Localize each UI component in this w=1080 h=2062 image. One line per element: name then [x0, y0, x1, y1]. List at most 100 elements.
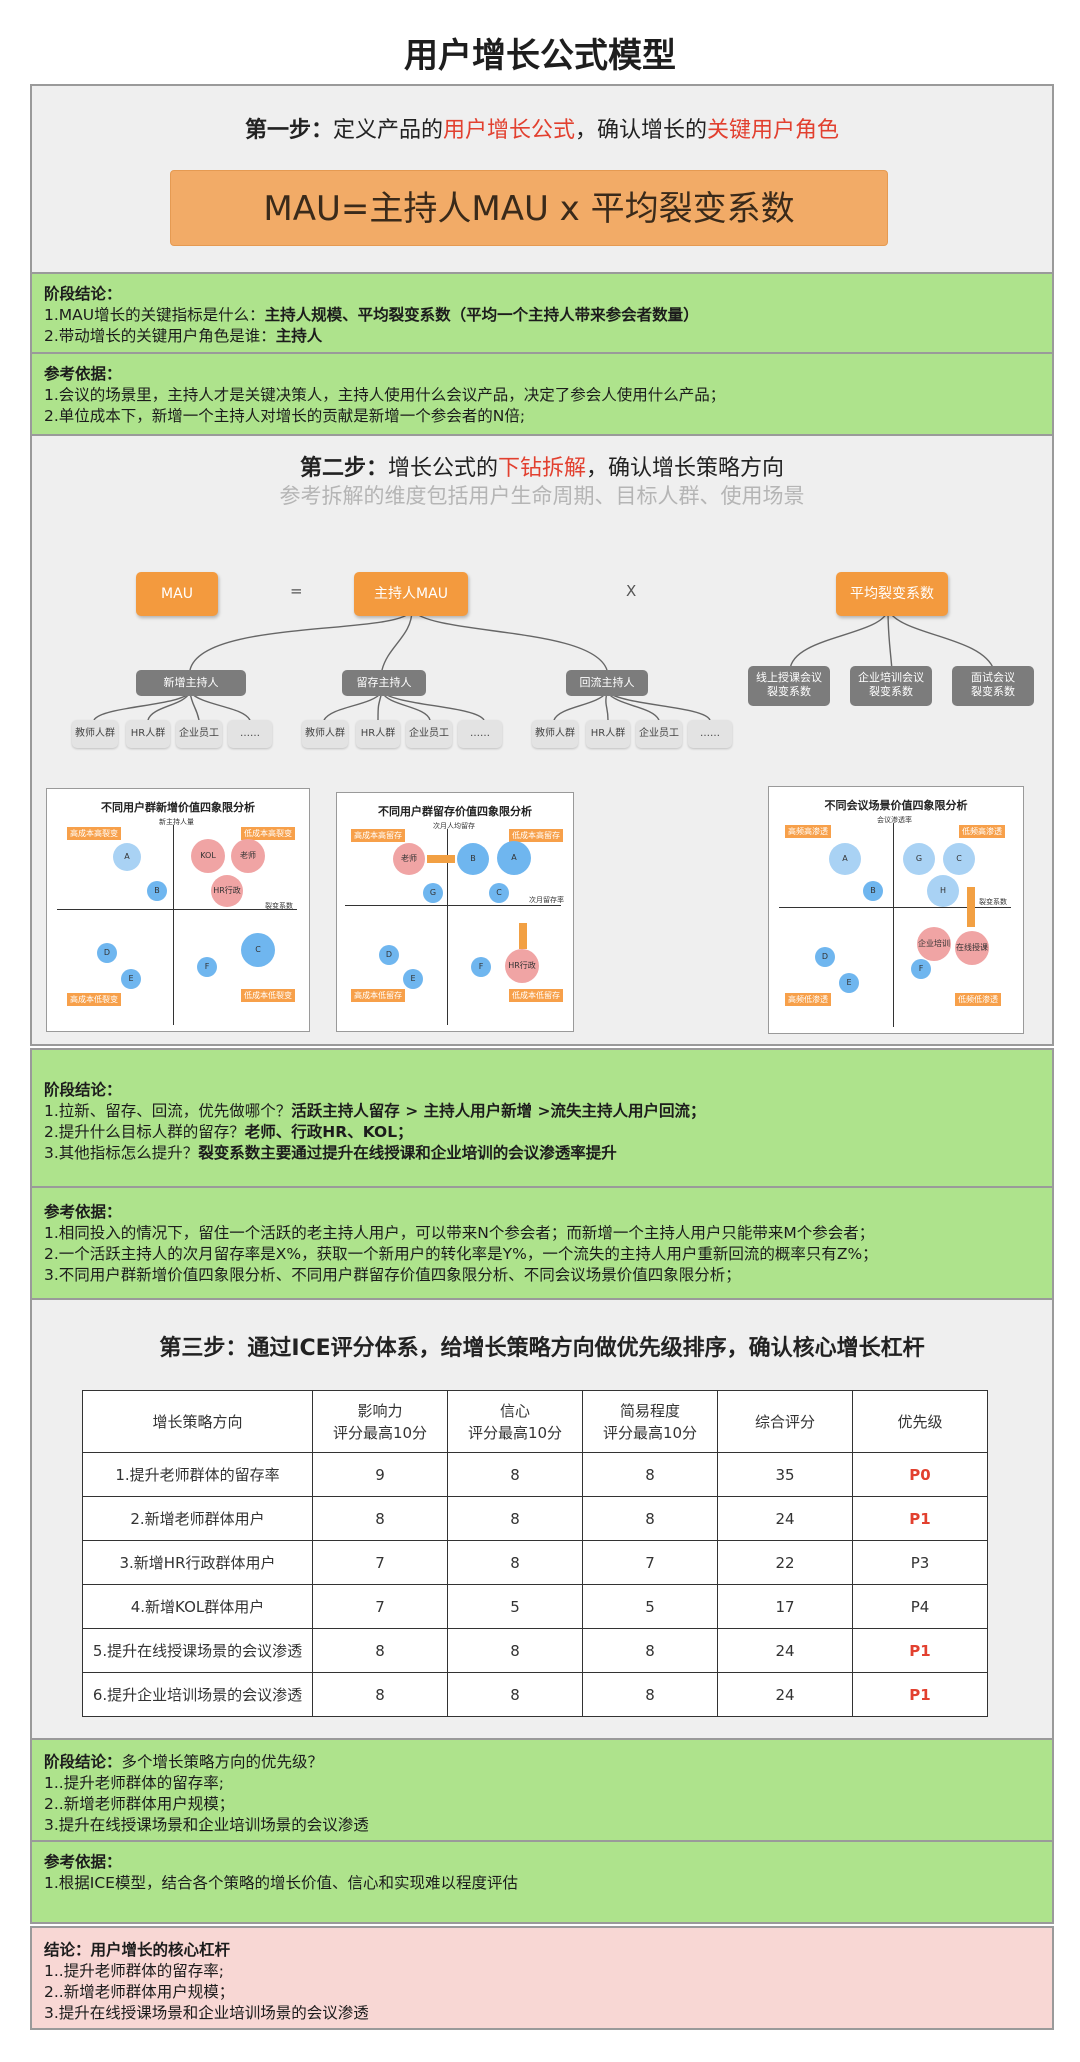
bubble: 老师 [231, 839, 265, 873]
conclusion2-heading: 阶段结论： [44, 1081, 122, 1099]
basis1-panel: 参考依据： 1.会议的场景里，主持人才是关键决策人，主持人使用什么会议产品，决定… [30, 352, 1054, 436]
basis2-line1: 1.相同投入的情况下，留住一个活跃的老主持人用户，可以带来N个参会者；而新增一个… [44, 1224, 875, 1242]
basis1-line1: 1.会议的场景里，主持人才是关键决策人，主持人使用什么会议产品，决定了参会人使用… [44, 386, 726, 404]
step2-panel: 第二步：增长公式的下钻拆解，确认增长策略方向 参考拆解的维度包括用户生命周期、目… [30, 434, 1054, 1046]
bubble: B [147, 881, 167, 901]
total-cell: 17 [717, 1584, 853, 1629]
leaf-teacher: 教师人群 [532, 720, 578, 748]
confidence-cell: 8 [447, 1496, 583, 1541]
conclusion2-line2: 2.提升什么目标人群的留存？老师、行政HR、KOL； [44, 1123, 413, 1141]
leaf-hr: HR人群 [586, 720, 630, 748]
priority-cell: P0 [852, 1452, 988, 1497]
impact-cell: 8 [312, 1672, 448, 1717]
ease-cell: 8 [582, 1672, 718, 1717]
total-cell: 35 [717, 1452, 853, 1497]
strategy-cell: 2.新增老师群体用户 [82, 1496, 313, 1541]
bubble: B [457, 843, 489, 875]
conclusion1-line1: 1.MAU增长的关键指标是什么：主持人规模、平均裂变系数（平均一个主持人带来参会… [44, 306, 699, 324]
conclusion1-line2: 2.带动增长的关键用户角色是谁：主持人 [44, 327, 323, 345]
confidence-cell: 5 [447, 1584, 583, 1629]
leaf-employee: 企业员工 [406, 720, 452, 748]
col-priority: 优先级 [852, 1390, 988, 1453]
total-cell: 24 [717, 1672, 853, 1717]
impact-cell: 7 [312, 1584, 448, 1629]
confidence-cell: 8 [447, 1452, 583, 1497]
strategy-cell: 6.提升企业培训场景的会议渗透 [82, 1672, 313, 1717]
basis3-line1: 1.根据ICE模型，结合各个策略的增长价值、信心和实现难以程度评估 [44, 1874, 518, 1892]
bubble: D [815, 947, 835, 967]
ice-table: 增长策略方向 影响力 评分最高10分 信心 评分最高10分 简易程度 评分最高1… [82, 1390, 988, 1717]
formula-bar: MAU=主持人MAU x 平均裂变系数 [170, 170, 888, 246]
leaf-teacher: 教师人群 [72, 720, 118, 748]
leaf-hr: HR人群 [356, 720, 400, 748]
strategy-cell: 4.新增KOL群体用户 [82, 1584, 313, 1629]
node-new-host: 新增主持人 [136, 670, 246, 696]
leaf-hr: HR人群 [126, 720, 170, 748]
step1-panel: 第一步：定义产品的用户增长公式，确认增长的关键用户角色 MAU=主持人MAU x… [30, 84, 1054, 274]
bubble: F [471, 957, 491, 977]
bubble: D [97, 943, 117, 963]
conclusion1-panel: 阶段结论： 1.MAU增长的关键指标是什么：主持人规模、平均裂变系数（平均一个主… [30, 272, 1054, 354]
quadrant-new-value: 不同用户群新增价值四象限分析 新主持人量 裂变系数 高成本高裂变 低成本高裂变 … [46, 788, 310, 1032]
arrow-right [427, 855, 455, 863]
leaf-teacher: 教师人群 [302, 720, 348, 748]
col-ease: 简易程度 评分最高10分 [582, 1390, 718, 1453]
impact-cell: 8 [312, 1628, 448, 1673]
basis3-panel: 参考依据： 1.根据ICE模型，结合各个策略的增长价值、信心和实现难以程度评估 [30, 1840, 1054, 1924]
strategy-cell: 5.提升在线授课场景的会议渗透 [82, 1628, 313, 1673]
quadrant-retention-value: 不同用户群留存价值四象限分析 次月人均留存 次月留存率 高成本高留存 低成本高留… [336, 792, 574, 1032]
conclusion2-line1: 1.拉新、留存、回流，优先做哪个？活跃主持人留存 > 主持人用户新增 >流失主持… [44, 1102, 706, 1120]
strategy-cell: 3.新增HR行政群体用户 [82, 1540, 313, 1585]
confidence-cell: 8 [447, 1672, 583, 1717]
total-cell: 22 [717, 1540, 853, 1585]
basis1-heading: 参考依据： [44, 365, 122, 383]
conclusion3-panel: 阶段结论：多个增长策略方向的优先级？ 1..提升老师群体的留存率; 2..新增老… [30, 1738, 1054, 1842]
basis1-line2: 2.单位成本下，新增一个主持人对增长的贡献是新增一个参会者的N倍; [44, 407, 526, 425]
bubble: 老师 [393, 843, 425, 875]
col-strategy: 增长策略方向 [82, 1390, 313, 1453]
conclusion3-heading: 阶段结论：多个增长策略方向的优先级？ [44, 1753, 324, 1771]
arrow-up [967, 887, 975, 927]
quadrant-scenario-value: 不同会议场景价值四象限分析 会议渗透率 裂变系数 高频高渗透 低频高渗透 高频低… [768, 786, 1024, 1034]
final-heading: 结论：用户增长的核心杠杆 [44, 1941, 231, 1959]
basis3-heading: 参考依据： [44, 1853, 122, 1871]
basis2-line3: 3.不同用户群新增价值四象限分析、不同用户群留存价值四象限分析、不同会议场景价值… [44, 1266, 741, 1284]
bubble: F [911, 959, 931, 979]
node-online-class-fission: 线上授课会议裂变系数 [748, 666, 830, 706]
leaf-employee: 企业员工 [176, 720, 222, 748]
conclusion3-line3: 3.提升在线授课场景和企业培训场景的会议渗透 [44, 1816, 369, 1834]
node-avg-fission: 平均裂变系数 [836, 572, 948, 616]
equals-sign: = [290, 582, 303, 600]
bubble: A [113, 843, 141, 871]
bubble: A [829, 843, 861, 875]
bubble: A [497, 841, 531, 875]
step3-panel: 第三步：通过ICE评分体系，给增长策略方向做优先级排序，确认核心增长杠杆 增长策… [30, 1298, 1054, 1740]
col-confidence: 信心 评分最高10分 [447, 1390, 583, 1453]
conclusion3-line2: 2..新增老师群体用户规模； [44, 1795, 235, 1813]
bubble: H [927, 875, 959, 907]
node-mau: MAU [136, 572, 218, 616]
priority-cell: P3 [852, 1540, 988, 1585]
bubble: G [903, 843, 935, 875]
bubble: KOL [191, 839, 225, 873]
node-training-fission: 企业培训会议裂变系数 [850, 666, 932, 706]
bubble: G [423, 883, 443, 903]
bubble: C [241, 933, 275, 967]
bubble: F [197, 957, 217, 977]
step3-title: 第三步：通过ICE评分体系，给增长策略方向做优先级排序，确认核心增长杠杆 [159, 1336, 925, 1361]
ease-cell: 8 [582, 1452, 718, 1497]
bubble: C [943, 843, 975, 875]
arrow-up [519, 923, 527, 949]
step2-subtitle: 参考拆解的维度包括用户生命周期、目标人群、使用场景 [279, 484, 805, 508]
conclusion2-line3: 3.其他指标怎么提升？裂变系数主要通过提升在线授课和企业培训的会议渗透率提升 [44, 1144, 617, 1162]
basis2-heading: 参考依据： [44, 1203, 122, 1221]
confidence-cell: 8 [447, 1540, 583, 1585]
final-conclusion-panel: 结论：用户增长的核心杠杆 1..提升老师群体的留存率; 2..新增老师群体用户规… [30, 1926, 1054, 2030]
impact-cell: 7 [312, 1540, 448, 1585]
leaf-employee: 企业员工 [636, 720, 682, 748]
final-line3: 3.提升在线授课场景和企业培训场景的会议渗透 [44, 2004, 369, 2022]
bubble: HR行政 [211, 875, 243, 907]
ease-cell: 5 [582, 1584, 718, 1629]
